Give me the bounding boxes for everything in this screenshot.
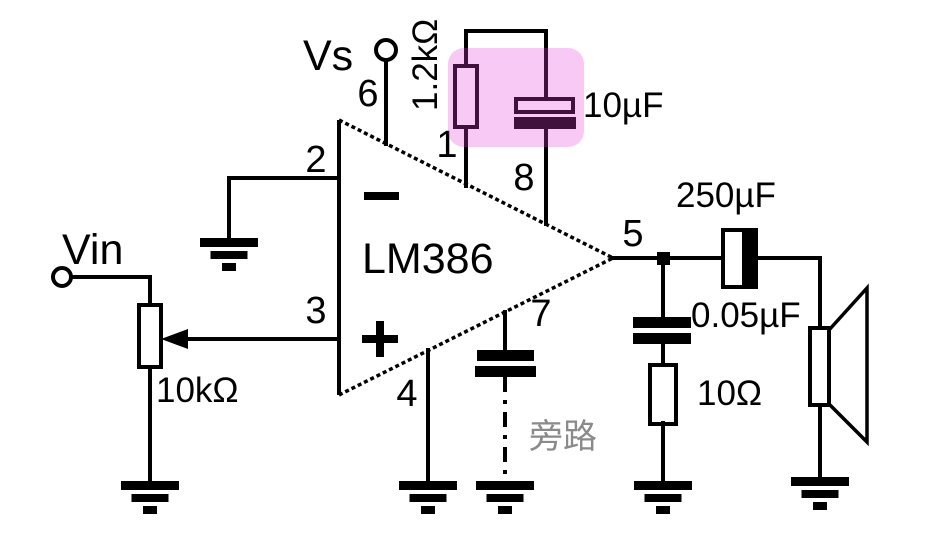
speaker-driver-icon bbox=[808, 326, 831, 407]
vin-wire bbox=[69, 275, 152, 307]
ground-symbol bbox=[791, 477, 849, 510]
ground-symbol bbox=[634, 481, 692, 514]
gain-cap-label: 10µF bbox=[583, 86, 663, 125]
pin7-label: 7 bbox=[530, 293, 551, 335]
pin4-net: 4 bbox=[396, 348, 457, 514]
bypass-note: 旁路 bbox=[529, 418, 597, 456]
pin2-label: 2 bbox=[305, 139, 326, 181]
minus-sign-icon bbox=[364, 192, 399, 200]
bypass-net: 7 旁路 bbox=[475, 293, 597, 514]
output-cap-pos-plate bbox=[721, 228, 746, 289]
bypass-cap-bottom-plate bbox=[475, 366, 536, 377]
gain-cap-top-plate bbox=[514, 97, 575, 114]
gain-bridge-wire bbox=[464, 29, 548, 102]
bypass-cap-top-plate bbox=[477, 350, 534, 361]
output-net: 5 250µF bbox=[611, 176, 869, 510]
gain-resistor-label: 1.2kΩ bbox=[406, 19, 445, 111]
zobel-cap-bottom-plate bbox=[633, 333, 691, 344]
pink-highlight-overlay bbox=[448, 48, 584, 147]
pin5-label: 5 bbox=[622, 213, 643, 255]
supply-net: Vs 6 bbox=[303, 32, 398, 146]
ic-label: LM386 bbox=[362, 235, 493, 283]
ground-symbol bbox=[121, 481, 179, 514]
opamp-body: LM386 bbox=[337, 118, 614, 397]
output-cap-neg-plate bbox=[745, 228, 758, 289]
output-cap-label: 250µF bbox=[676, 176, 776, 215]
zobel-cap-label: 0.05µF bbox=[691, 296, 801, 335]
ground-symbol bbox=[476, 481, 534, 514]
zobel-resistor-label: 10Ω bbox=[697, 374, 762, 413]
zobel-cap-top-plate bbox=[633, 317, 691, 328]
speaker-cone-icon bbox=[827, 283, 869, 447]
pin8-label: 8 bbox=[513, 157, 534, 199]
vin-label: Vin bbox=[62, 226, 123, 274]
pot-value-label: 10kΩ bbox=[156, 371, 239, 410]
pin4-label: 4 bbox=[396, 373, 417, 415]
gain-cap-bottom-plate bbox=[514, 117, 576, 129]
potentiometer-body bbox=[137, 303, 163, 369]
input-net: Vin 10kΩ 3 bbox=[51, 226, 341, 514]
vin-terminal-icon bbox=[51, 266, 73, 288]
vs-label: Vs bbox=[303, 32, 353, 80]
pin1-label: 1 bbox=[436, 124, 457, 166]
zobel-net: 0.05µF 10Ω bbox=[633, 256, 801, 514]
gain-resistor-body bbox=[453, 64, 479, 129]
pin3-label: 3 bbox=[305, 290, 326, 332]
wiper-arrow-icon bbox=[161, 329, 188, 349]
pin2-wire bbox=[227, 176, 341, 240]
pin2-net: 2 bbox=[200, 139, 341, 271]
opamp-bottom-edge bbox=[338, 256, 614, 397]
plus-sign-icon bbox=[362, 321, 398, 357]
gain-network: 1.2kΩ 1 8 10µF bbox=[406, 19, 663, 226]
pin6-label: 6 bbox=[357, 73, 378, 115]
ground-symbol bbox=[200, 238, 258, 271]
zobel-resistor-body bbox=[648, 363, 678, 426]
vs-terminal-icon bbox=[374, 38, 398, 62]
ground-symbol bbox=[399, 481, 457, 514]
